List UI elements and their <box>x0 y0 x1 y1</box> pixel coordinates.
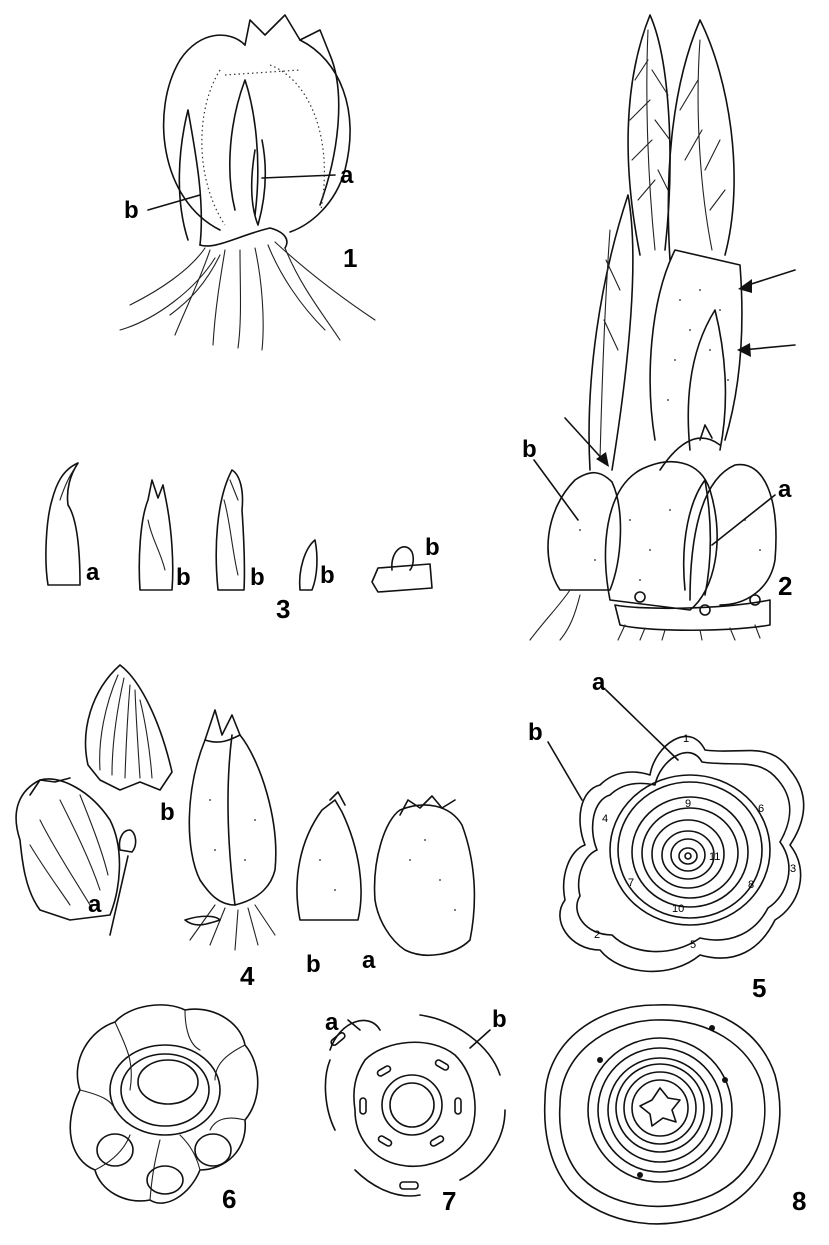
figure-5-cross-section: 1 2 3 4 5 6 7 8 9 10 11 a b 5 <box>528 669 804 1003</box>
figure-1-bulb: b a 1 <box>120 15 375 350</box>
figure-2-number: 2 <box>778 571 792 601</box>
figure-5-part-1: 1 <box>683 733 689 745</box>
figure-3-label-b1: b <box>176 564 191 591</box>
figure-3-label-a: a <box>86 559 100 586</box>
figure-5-label-b: b <box>528 719 543 746</box>
figure-4-label-b2: b <box>306 951 321 978</box>
figure-7-floral-diagram: a b 7 <box>325 1006 507 1216</box>
figure-1-label-b: b <box>124 197 139 224</box>
figure-3-fragments: a b b b b 3 <box>46 463 440 624</box>
figure-5-label-a: a <box>592 669 606 696</box>
figure-5-leader-b <box>548 742 582 800</box>
figure-7-label-b: b <box>492 1006 507 1033</box>
figure-5-part-8: 8 <box>748 879 754 891</box>
figure-5-part-9: 9 <box>685 798 691 810</box>
figure-8-concentric-section: 8 <box>545 1005 807 1224</box>
figure-5-part-4: 4 <box>602 813 608 825</box>
figure-7-number: 7 <box>442 1186 456 1216</box>
figure-5-leader-a <box>606 690 678 760</box>
figure-5-part-11: 11 <box>709 851 720 863</box>
figure-4-label-b1: b <box>160 799 175 826</box>
figure-5-part-6: 6 <box>758 803 764 815</box>
figure-4-stipple <box>209 799 456 911</box>
figure-3-label-b3: b <box>320 562 335 589</box>
figure-1-number: 1 <box>343 243 357 273</box>
figure-7-label-a: a <box>325 1009 339 1036</box>
figure-1-label-a: a <box>340 162 354 189</box>
figure-5-part-10: 10 <box>672 903 684 915</box>
figure-8-number: 8 <box>792 1186 806 1216</box>
figure-2-plant: b a 2 <box>522 15 795 640</box>
figure-5-part-3: 3 <box>790 863 796 875</box>
figure-5-number: 5 <box>752 973 766 1003</box>
figure-4-dissection: b a 4 b a <box>16 665 474 991</box>
figure-4-label-a2: a <box>362 947 376 974</box>
figure-5-part-5: 5 <box>690 939 696 951</box>
figure-2-label-b: b <box>522 436 537 463</box>
figure-5-part-2: 2 <box>594 929 600 941</box>
figure-3-label-b4: b <box>425 534 440 561</box>
figure-3-number: 3 <box>276 594 290 624</box>
figure-4-number: 4 <box>240 961 255 991</box>
figure-6-top-view: 6 <box>70 1005 258 1214</box>
figure-3-label-b2: b <box>250 564 265 591</box>
figure-4-label-a1: a <box>88 891 102 918</box>
figure-2-label-a: a <box>778 476 792 503</box>
figure-6-number: 6 <box>222 1184 236 1214</box>
figure-5-part-7: 7 <box>628 877 634 889</box>
